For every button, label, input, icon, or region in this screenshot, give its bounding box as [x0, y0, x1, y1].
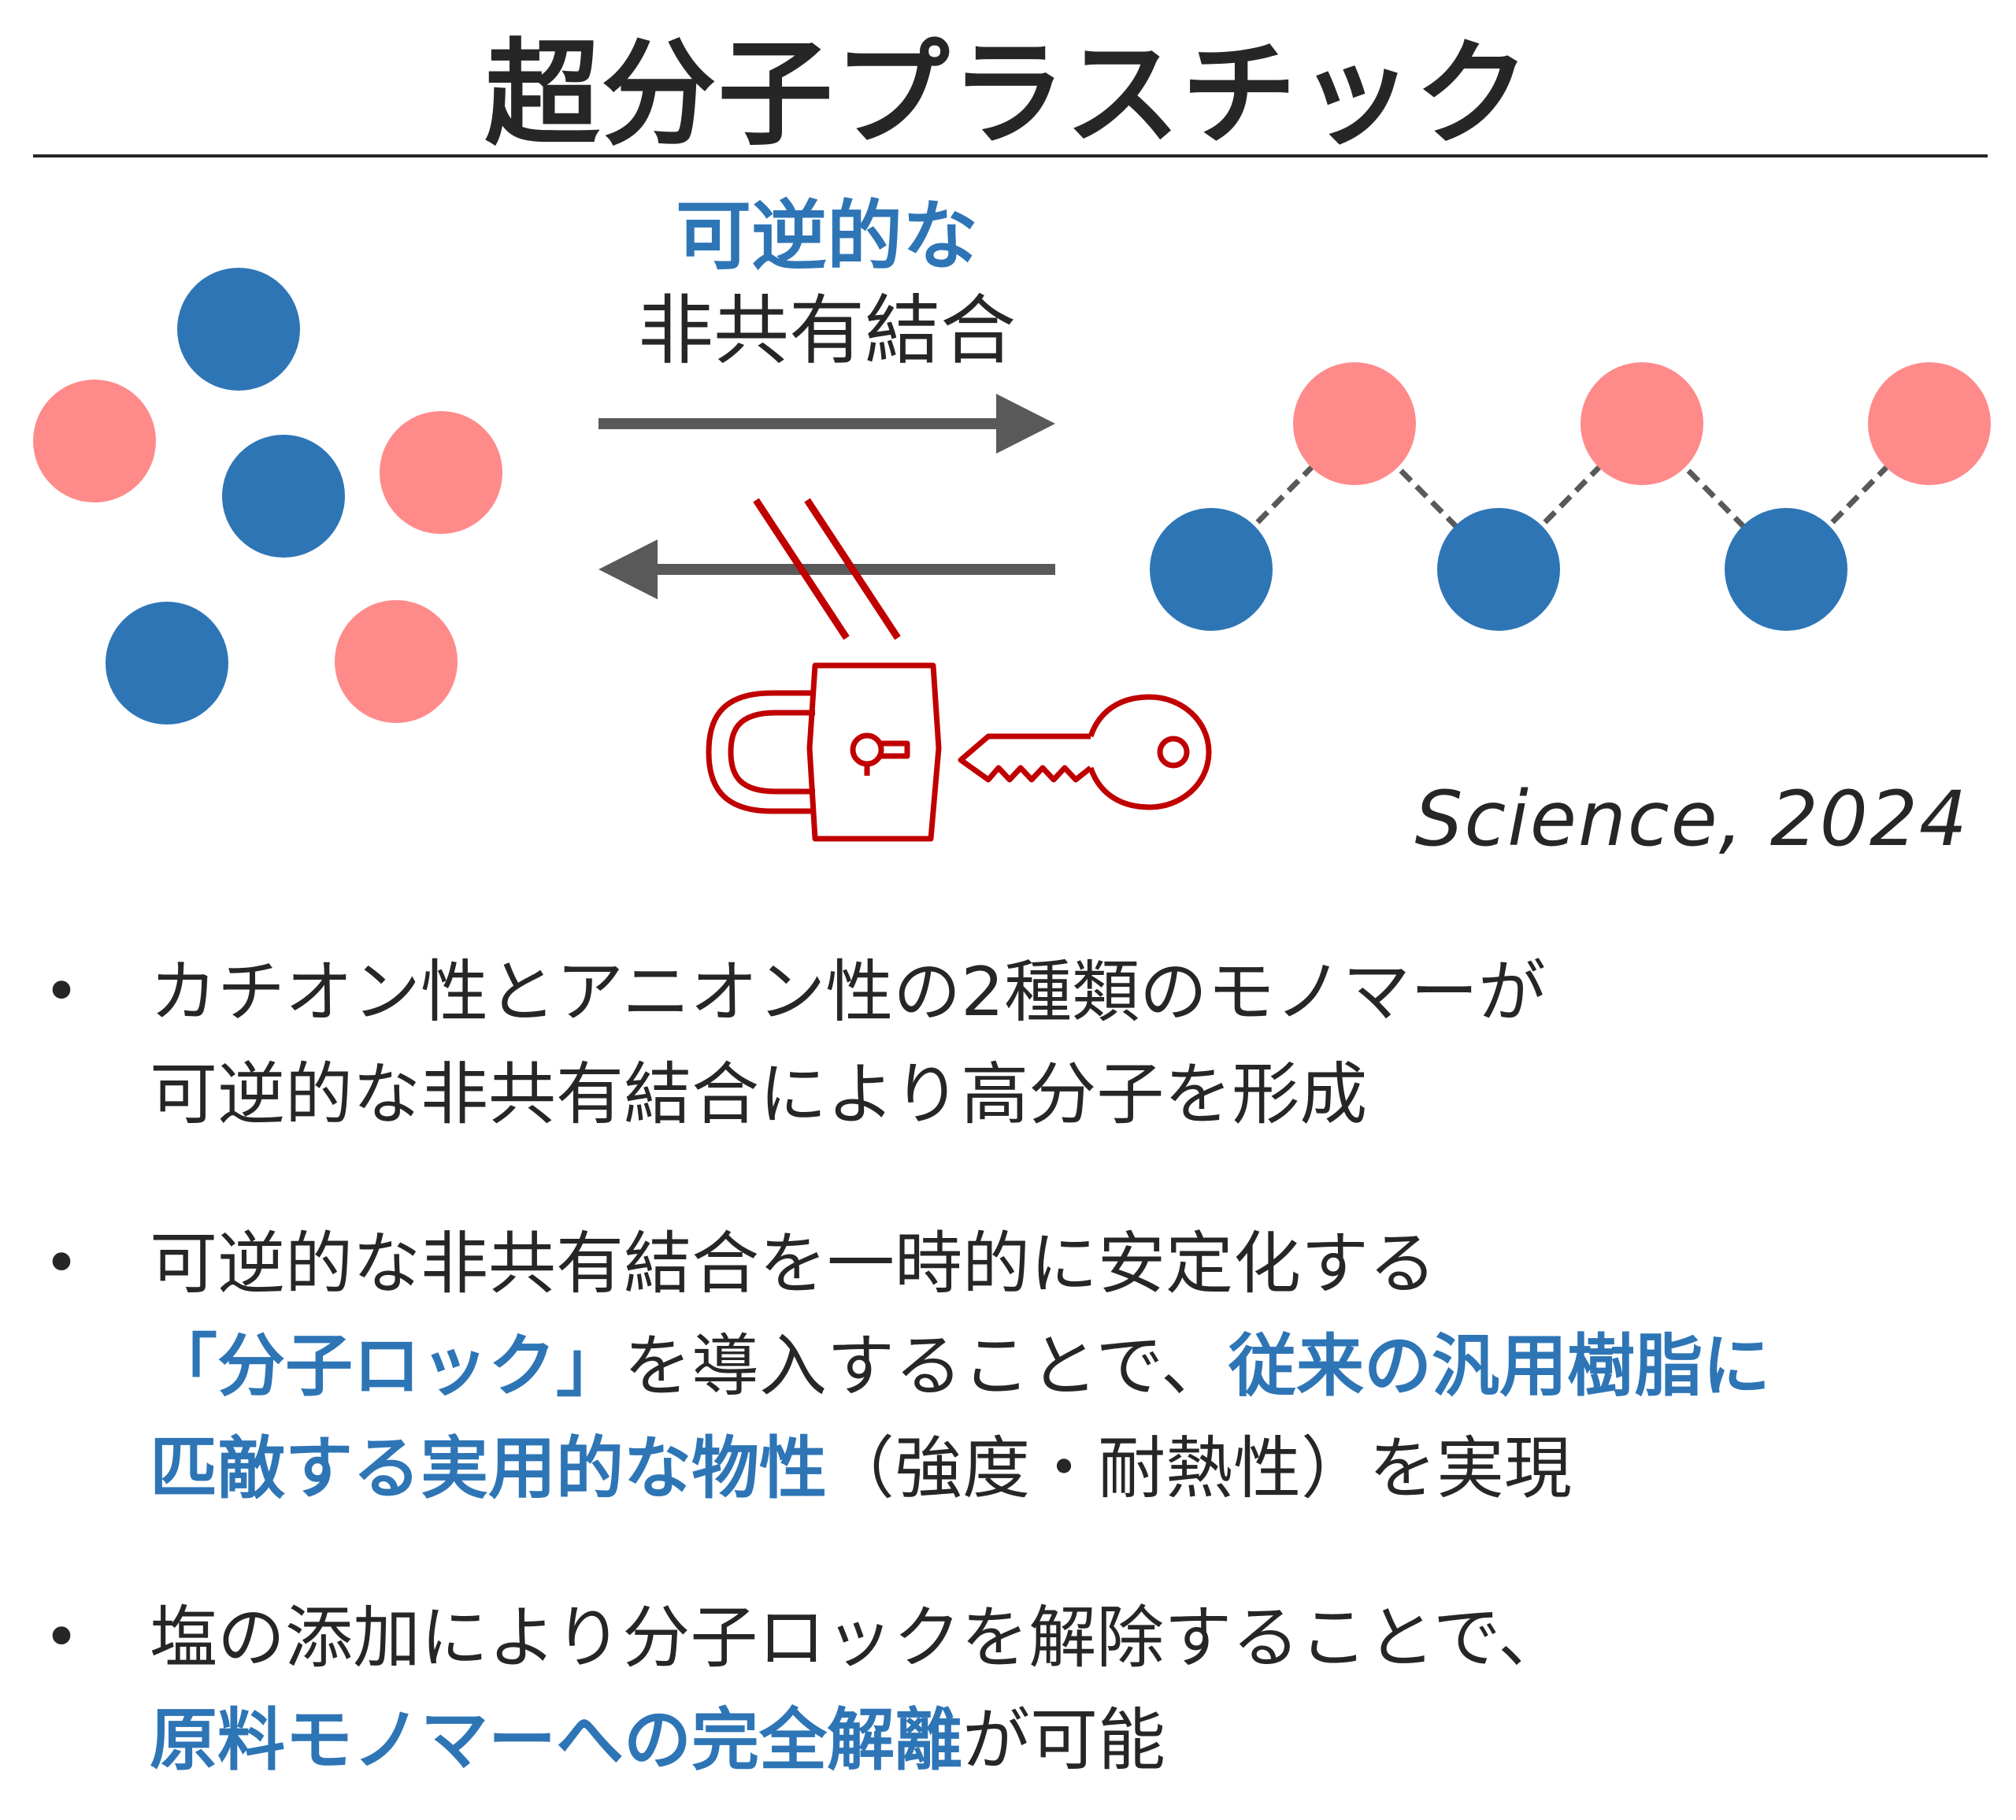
- bullet-point-1: カチオン性とアニオン性の2種類のモノマーが可逆的な非共有結合により高分子を形成: [150, 941, 1992, 1146]
- chain-cation: [1868, 362, 1991, 485]
- bullet-line: 塩の添加により分子ロックを解除することで、: [150, 1587, 1992, 1689]
- bullet-marker: •: [43, 1603, 80, 1674]
- title-divider: [33, 154, 1988, 158]
- forward-arrow: [598, 394, 1055, 454]
- body-text: 可逆的な非共有結合により高分子を形成: [150, 1055, 1368, 1134]
- bullet-line: 「分子ロック」を導入することで、従来の汎用樹脂に: [150, 1315, 1992, 1418]
- highlight-text: 匹敵する実用的な物性: [150, 1429, 827, 1508]
- monomer-cation: [380, 411, 502, 534]
- bullet-point-2: 可逆的な非共有結合を一時的に安定化する「分子ロック」を導入することで、従来の汎用…: [150, 1213, 1992, 1520]
- monomer-anion: [222, 435, 345, 558]
- page-title: 超分子プラスチック: [484, 28, 1532, 161]
- padlock-icon: [706, 662, 942, 842]
- chain-cation: [1293, 362, 1416, 485]
- bullet-line: 匹敵する実用的な物性（強度・耐熱性）を実現: [150, 1418, 1992, 1520]
- reverse-arrow: [598, 539, 1055, 599]
- body-text: 可逆的な非共有結合を一時的に安定化する: [150, 1225, 1436, 1303]
- polymer-chain: [1150, 362, 1991, 631]
- chain-anion: [1725, 508, 1847, 631]
- chain-cation: [1581, 362, 1703, 485]
- citation: Science, 2024: [1414, 775, 1969, 863]
- bullet-line: カチオン性とアニオン性の2種類のモノマーが: [150, 941, 1992, 1043]
- body-text: 塩の添加により分子ロックを解除することで、: [150, 1599, 1566, 1677]
- key-icon: [958, 694, 1212, 810]
- chain-anion: [1150, 508, 1273, 631]
- bullet-line: 可逆的な非共有結合により高分子を形成: [150, 1043, 1992, 1146]
- bullet-marker: •: [43, 957, 80, 1028]
- bullet-line: 原料モノマーへの完全解離が可能: [150, 1689, 1992, 1792]
- highlight-text: 原料モノマーへの完全解離: [150, 1701, 962, 1780]
- monomer-anion: [177, 268, 300, 391]
- monomer-cation: [335, 600, 458, 723]
- bullet-line: 可逆的な非共有結合を一時的に安定化する: [150, 1213, 1992, 1315]
- body-text: を導入することで、: [624, 1327, 1228, 1406]
- arrow-label: 非共有結合: [638, 287, 1016, 375]
- highlight-text: 従来の汎用樹脂に: [1228, 1327, 1770, 1406]
- arrow-label-highlight: 可逆的な: [676, 192, 978, 280]
- block-slash-icon: [753, 498, 901, 640]
- monomer-anion: [106, 602, 228, 725]
- bullet-point-3: 塩の添加により分子ロックを解除することで、原料モノマーへの完全解離が可能: [150, 1587, 1992, 1792]
- body-text: （強度・耐熱性）を実現: [827, 1429, 1572, 1508]
- monomer-cation: [33, 380, 156, 502]
- highlight-text: 「分子ロック」: [150, 1327, 624, 1406]
- body-text: が可能: [962, 1701, 1166, 1780]
- bullet-marker: •: [43, 1229, 80, 1299]
- chain-anion: [1437, 508, 1560, 631]
- supramolecular-diagram: [33, 268, 1991, 842]
- body-text: カチオン性とアニオン性の2種類のモノマーが: [150, 953, 1546, 1032]
